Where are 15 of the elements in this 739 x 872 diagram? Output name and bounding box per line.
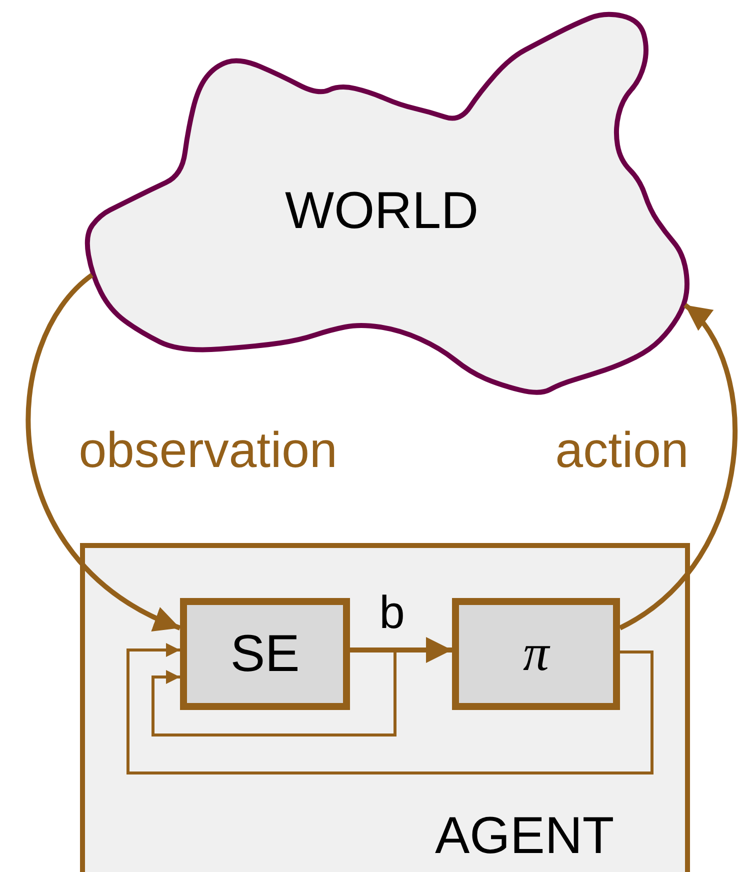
node-label: AGENT [435, 810, 614, 862]
edge-label: observation [78, 425, 338, 475]
arrow [152, 652, 396, 736]
arrow [350, 637, 452, 663]
process-box [180, 598, 350, 710]
process-box [452, 598, 620, 710]
arrow [126, 643, 654, 774]
node-label: π [522, 628, 550, 680]
node-label: SE [230, 628, 300, 680]
agent-panel [80, 543, 690, 872]
node-label: WORLD [285, 185, 479, 237]
edge-label: b [379, 589, 405, 635]
arrow [26, 273, 182, 630]
arrow [618, 303, 738, 630]
edge-label: action [555, 425, 689, 475]
